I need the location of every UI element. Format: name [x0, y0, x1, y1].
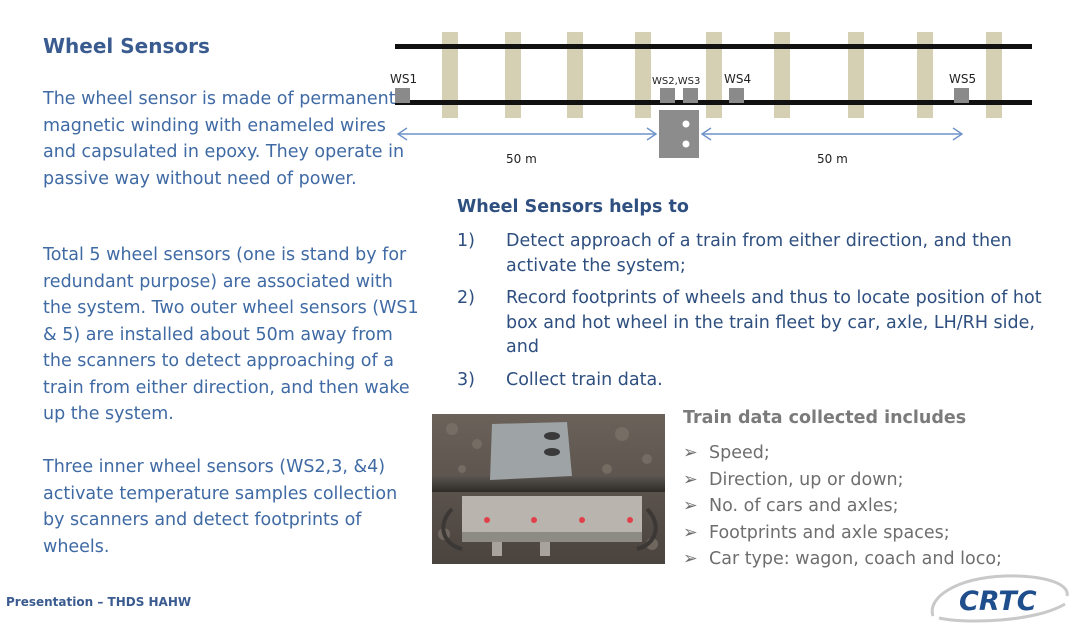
collected-item-text: Car type: wagon, coach and loco;	[709, 549, 1002, 569]
collected-item: ➢ No. of cars and axles;	[683, 493, 1063, 520]
sleeper	[442, 32, 458, 118]
sensor-ws2	[660, 88, 675, 103]
sensor-ws5	[954, 88, 969, 103]
helps-item: 2) Record footprints of wheels and thus …	[457, 286, 1057, 360]
helps-item-text: Record footprints of wheels and thus to …	[506, 288, 1042, 357]
sleeper	[848, 32, 864, 118]
helps-item: 3) Collect train data.	[457, 368, 1057, 393]
collected-item: ➢ Direction, up or down;	[683, 467, 1063, 494]
helps-item-text: Collect train data.	[506, 369, 663, 390]
helps-item-number: 2)	[457, 288, 475, 308]
distance-label-right: 50 m	[817, 152, 848, 166]
collected-item-text: No. of cars and axles;	[709, 496, 899, 516]
sensor-count-paragraph: Total 5 wheel sensors (one is stand by f…	[43, 245, 419, 424]
label-ws1: WS1	[390, 72, 417, 86]
arrow-bullet-icon: ➢	[683, 496, 698, 516]
sensor-ws1	[395, 88, 410, 103]
sleeper	[917, 32, 933, 118]
logo-text: CRTC	[959, 586, 1037, 617]
collected-list: ➢ Speed; ➢ Direction, up or down; ➢ No. of …	[683, 440, 1063, 573]
label-ws5: WS5	[949, 72, 976, 86]
sensor-description-paragraph: The wheel sensor is made of permanent ma…	[43, 89, 405, 189]
helps-item-number: 1)	[457, 231, 475, 251]
helps-list: 1) Detect approach of a train from eithe…	[457, 229, 1057, 400]
arrow-bullet-icon: ➢	[683, 469, 698, 490]
label-ws2-ws3: WS2,WS3	[652, 76, 700, 87]
sleeper	[505, 32, 521, 118]
sleeper	[635, 32, 651, 118]
helps-item-number: 3)	[457, 369, 475, 390]
distance-arrow-left	[396, 127, 658, 141]
collected-item: ➢ Footprints and axle spaces;	[683, 520, 1063, 547]
track-diagram: WS1 WS2,WS3 WS4 WS5 50 m 50 m	[390, 32, 1032, 166]
scanner-dot	[682, 140, 690, 148]
collected-item-text: Direction, up or down;	[709, 469, 904, 490]
scanner-box	[659, 110, 699, 158]
collected-item-text: Footprints and axle spaces;	[709, 522, 950, 543]
arrow-bullet-icon: ➢	[683, 549, 698, 569]
collected-title: Train data collected includes	[683, 408, 967, 428]
collected-item: ➢ Speed;	[683, 440, 1063, 467]
collected-item-text: Speed;	[709, 443, 770, 463]
sensor-ws4	[729, 88, 744, 103]
wheel-sensor-photo	[432, 414, 665, 564]
crtc-logo: CRTC	[930, 574, 1069, 623]
helps-item-text: Detect approach of a train from either d…	[506, 231, 1012, 276]
arrow-bullet-icon: ➢	[683, 443, 698, 463]
distance-arrow-right	[700, 127, 964, 141]
sleeper	[706, 32, 722, 118]
label-ws4: WS4	[724, 72, 751, 86]
arrow-bullet-icon: ➢	[683, 522, 698, 543]
top-rail	[395, 44, 1032, 49]
helps-title: Wheel Sensors helps to	[457, 197, 689, 217]
helps-item: 1) Detect approach of a train from eithe…	[457, 229, 1057, 278]
sleepers	[442, 32, 1002, 118]
footer-text: Presentation – THDS HAHW	[6, 595, 192, 609]
slide-title: Wheel Sensors	[43, 34, 210, 58]
scanner-dot	[682, 120, 690, 128]
bottom-rail	[395, 100, 1032, 105]
sleeper	[567, 32, 583, 118]
sleeper	[774, 32, 790, 118]
inner-sensor-paragraph: Three inner wheel sensors (WS2,3, &4) ac…	[43, 457, 398, 557]
distance-label-left: 50 m	[506, 152, 537, 166]
collected-item: ➢ Car type: wagon, coach and loco;	[683, 546, 1063, 573]
sensor-ws3	[683, 88, 698, 103]
sleeper	[986, 32, 1002, 118]
